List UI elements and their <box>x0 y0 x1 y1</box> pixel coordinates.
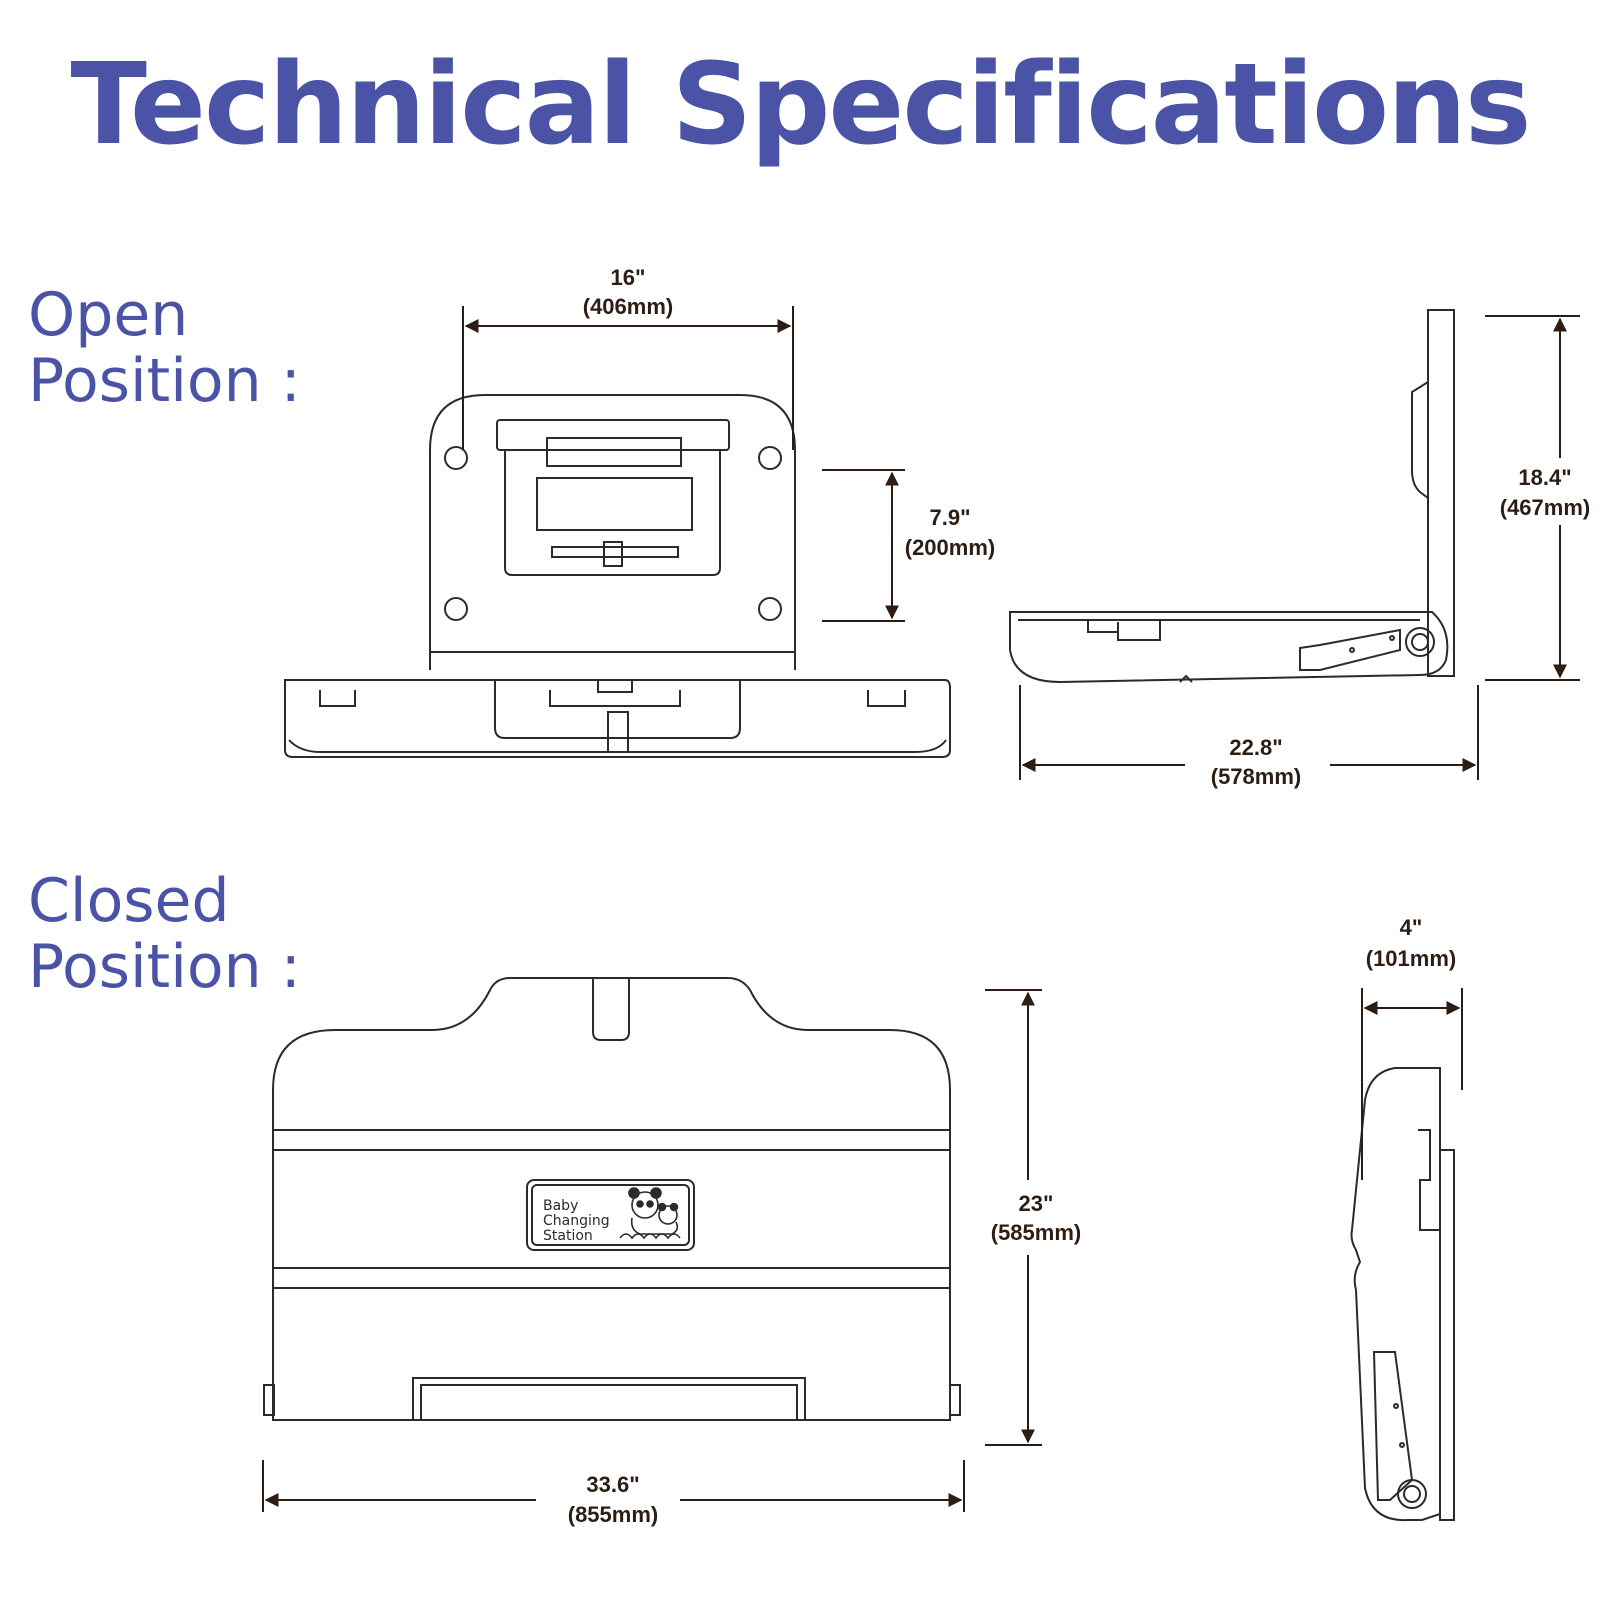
open-front-window <box>496 419 730 451</box>
dimension-lines <box>262 306 1580 1512</box>
open-position-label: Open Position : <box>28 282 301 414</box>
product-label-line3: Station <box>543 1228 593 1244</box>
product-label-line1: Baby <box>543 1198 578 1214</box>
closed-width-metric: (855mm) <box>568 1502 658 1527</box>
closed-width-imperial: 33.6" <box>586 1472 639 1497</box>
product-label-plate <box>526 1179 695 1251</box>
mount-hole-icon <box>444 446 468 470</box>
closed-position-label: Closed Position : <box>28 868 301 1000</box>
closed-side-body <box>1350 1067 1441 1522</box>
open-depth-metric: (578mm) <box>1211 764 1301 789</box>
mount-hole-icon <box>758 597 782 621</box>
open-hole-spacing-metric: (200mm) <box>905 535 995 560</box>
open-hole-spacing-imperial: 7.9" <box>929 505 970 530</box>
open-side-wall-plate <box>1427 309 1455 677</box>
open-height-metric: (467mm) <box>1500 495 1590 520</box>
product-label-line2: Changing <box>543 1213 610 1229</box>
open-side-tray <box>1009 611 1449 684</box>
open-depth-imperial: 22.8" <box>1229 735 1282 760</box>
open-label-line2: Position : <box>28 346 301 416</box>
hinge-icon <box>1397 1479 1427 1509</box>
open-width-metric: (406mm) <box>583 294 673 319</box>
closed-depth-imperial: 4" <box>1400 915 1423 940</box>
open-label-line1: Open <box>28 280 189 350</box>
closed-height-metric: (585mm) <box>991 1220 1081 1245</box>
panda-icon <box>619 1187 681 1240</box>
closed-side-wall-plate <box>1439 1149 1455 1521</box>
open-height-imperial: 18.4" <box>1518 465 1571 490</box>
closed-label-line1: Closed <box>28 866 230 936</box>
open-front-tray <box>284 679 951 758</box>
closed-side-view <box>1350 1067 1455 1522</box>
closed-height-imperial: 23" <box>1019 1191 1054 1216</box>
closed-label-line2: Position : <box>28 932 301 1002</box>
closed-depth-metric: (101mm) <box>1366 946 1456 971</box>
mount-hole-icon <box>444 597 468 621</box>
product-label-text: Baby Changing Station <box>543 1198 610 1244</box>
open-front-view <box>284 394 951 758</box>
page-title: Technical Specifications <box>70 40 1531 170</box>
open-side-view <box>1009 309 1455 684</box>
open-width-imperial: 16" <box>611 265 646 290</box>
hinge-icon <box>1405 627 1435 657</box>
dimension-labels: 16" (406mm) 7.9" (200mm) 18.4" (467mm) 2… <box>568 265 1590 1527</box>
closed-front-view <box>263 977 961 1421</box>
closed-front-body <box>272 977 951 1421</box>
mount-hole-icon <box>758 446 782 470</box>
open-front-backplate <box>429 394 796 670</box>
